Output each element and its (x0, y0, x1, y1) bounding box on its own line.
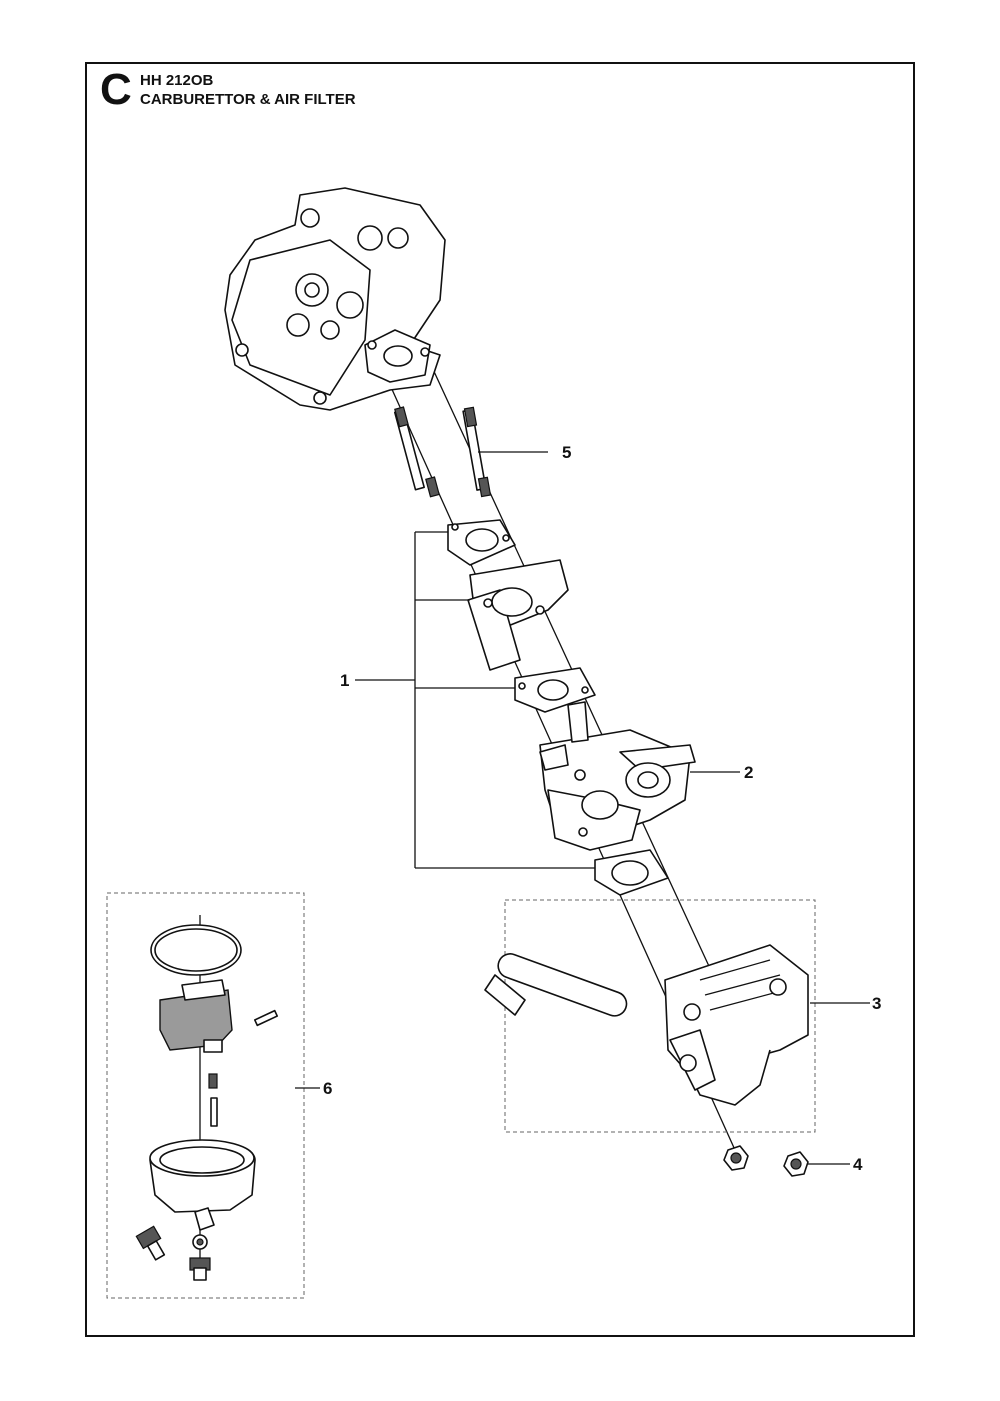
callout-1-bracket (355, 531, 595, 869)
air-filter-part-6 (135, 915, 320, 1281)
nuts-part-4 (723, 1145, 850, 1177)
part-3-group-box (504, 899, 816, 1133)
part-6-group-box (106, 892, 305, 1299)
model-number: HH 212OB (140, 72, 214, 89)
diagram-frame (85, 62, 915, 1337)
gasket-middle (514, 667, 596, 713)
section-title: CARBURETTOR & AIR FILTER (140, 91, 356, 108)
callout-6: 6 (323, 1079, 332, 1098)
gasket-top (447, 519, 516, 566)
insulator-spacer (467, 559, 569, 671)
section-letter: C (100, 65, 132, 114)
callout-1: 1 (340, 671, 349, 690)
gasket-bottom (594, 849, 669, 896)
callout-3: 3 (872, 994, 881, 1013)
carburettor-part-2 (539, 701, 740, 851)
cylinder-head (224, 187, 446, 411)
studs-part-5 (393, 406, 548, 498)
callout-2: 2 (744, 763, 753, 782)
callout-4: 4 (853, 1155, 863, 1174)
air-cleaner-part-3 (484, 944, 870, 1106)
callout-5: 5 (562, 443, 571, 462)
